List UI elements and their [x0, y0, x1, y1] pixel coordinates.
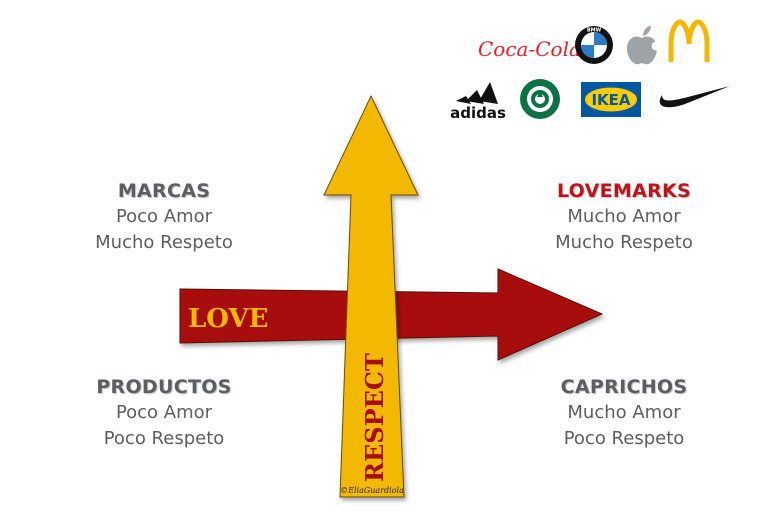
quadrant-love-level: Mucho Amor	[567, 402, 681, 423]
quadrant-love-level: Poco Amor	[115, 206, 213, 227]
quadrant-title: CAPRICHOS	[560, 376, 688, 398]
ikea-wordmark: IKEA	[591, 91, 630, 109]
quadrant-caprichos: CAPRICHOS Mucho Amor Poco Respeto	[494, 374, 754, 452]
quadrant-respect-level: Poco Respeto	[103, 428, 225, 449]
quadrant-title: LOVEMARKS	[556, 180, 692, 202]
adidas-wordmark: adidas	[450, 104, 506, 122]
quadrant-marcas: MARCAS Poco Amor Mucho Respeto	[34, 178, 294, 256]
signature: ©EliaGuardiola	[340, 486, 404, 495]
quadrant-love-level: Mucho Amor	[567, 206, 681, 227]
respect-arrow	[323, 94, 419, 498]
nike-logo	[659, 86, 730, 108]
respect-arrow-label: RESPECT	[360, 353, 389, 482]
starbucks-logo	[520, 79, 560, 119]
cocacola-logo: Coca-Cola	[478, 37, 581, 61]
quadrant-respect-level: Poco Respeto	[563, 428, 685, 449]
quadrant-title: MARCAS	[117, 180, 211, 202]
quadrant-title: PRODUCTOS	[96, 376, 232, 398]
love-arrow-label: LOVE	[188, 304, 268, 334]
quadrant-lovemarks: LOVEMARKS Mucho Amor Mucho Respeto	[494, 178, 754, 256]
apple-logo	[627, 26, 661, 65]
quadrant-productos: PRODUCTOS Poco Amor Poco Respeto	[34, 374, 294, 452]
quadrant-respect-level: Mucho Respeto	[555, 232, 693, 253]
quadrant-love-level: Poco Amor	[115, 402, 213, 423]
ikea-logo: IKEA	[581, 82, 641, 117]
quadrant-respect-level: Mucho Respeto	[95, 232, 233, 253]
svg-text:BMW: BMW	[587, 28, 602, 34]
adidas-logo: adidas	[450, 82, 506, 122]
mcdonalds-logo	[668, 19, 710, 62]
bmw-logo: BMW	[575, 26, 613, 64]
